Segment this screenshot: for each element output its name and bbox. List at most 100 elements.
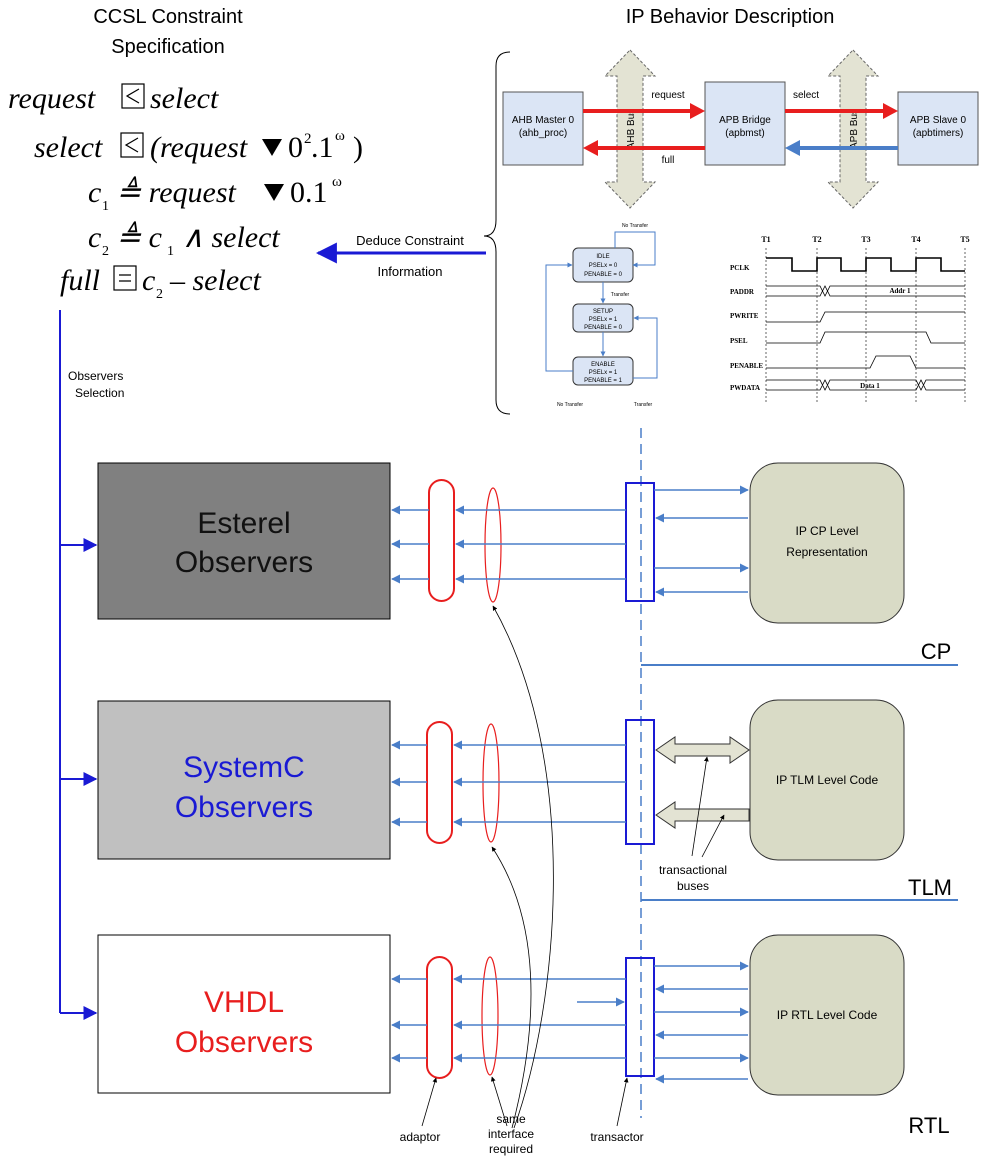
pwdata-wave — [766, 379, 965, 391]
ip-cp-line1: IP CP Level — [796, 524, 859, 538]
ip-cp-line2: Representation — [786, 545, 867, 559]
ccsl-title-line1: CCSL Constraint — [93, 6, 243, 28]
trans-buses-line1: transactional — [659, 863, 727, 877]
vhdl-row-arrows — [391, 961, 749, 1084]
constraint-4-def: ≜ c — [116, 221, 162, 254]
timing-psel-label: PSEL — [730, 337, 748, 345]
esterel-line2: Observers — [175, 546, 313, 579]
timing-data1: Data 1 — [860, 382, 880, 390]
constraint-3-c: c — [88, 176, 101, 209]
ip-tlm-label: IP TLM Level Code — [776, 773, 879, 787]
constraint-3-def: ≜ request — [116, 176, 237, 209]
fsm-setup-l3: PENABLE = 0 — [584, 325, 623, 331]
timing-pclk-label: PCLK — [730, 264, 750, 272]
ip-behavior-title: IP Behavior Description — [626, 6, 835, 28]
timing-pwdata-label: PWDATA — [730, 384, 760, 392]
same-interface-line3: required — [489, 1142, 533, 1156]
constraint-5-select: – select — [169, 264, 261, 297]
level-rtl: RTL — [908, 1113, 949, 1138]
systemc-row-arrows — [391, 740, 626, 827]
adaptor-label: adaptor — [400, 1130, 441, 1144]
annotation-leaders — [421, 605, 725, 1129]
timing-diagram: T1 T2 T3 T4 T5 PCLK PADDR PWRITE PSEL PE… — [730, 235, 970, 402]
esterel-observers-block[interactable] — [97, 462, 391, 620]
full-arrowhead — [583, 140, 598, 156]
ccsl-title-line2: Specification — [111, 36, 224, 58]
constraint-2-close: ) — [353, 131, 363, 164]
systemc-line2: Observers — [175, 791, 313, 824]
constraint-2-select: select — [34, 131, 103, 164]
apb-bus-arrow — [826, 49, 880, 209]
constraint-2-zero-exp: 2 — [304, 131, 312, 147]
constraint-1-request: request — [8, 82, 96, 115]
request-arrowhead — [690, 103, 705, 119]
vhdl-line2: Observers — [175, 1026, 313, 1059]
constraint-2-request: (request — [150, 131, 248, 164]
constraint-4-and: ∧ select — [182, 221, 280, 254]
ahb-master-block — [502, 91, 584, 166]
paddr-wave — [766, 285, 965, 297]
observers-selection-line2: Selection — [75, 386, 124, 400]
filter-triangle-icon-2 — [264, 184, 284, 201]
constraint-1-select: select — [150, 82, 219, 115]
constraint-2-zero: 0 — [288, 131, 303, 164]
fsm-transfer-bottom: Transfer — [634, 402, 653, 408]
adaptors — [426, 479, 455, 1079]
apb-slave-line2: (apbtimers) — [913, 128, 964, 139]
constraint-2-one: .1 — [311, 131, 334, 164]
timing-pwrite-label: PWRITE — [730, 312, 759, 320]
constraint-3-exp: ω — [332, 174, 342, 190]
apb-slave-block — [897, 91, 979, 166]
systemc-line1: SystemC — [183, 751, 305, 784]
ip-rtl-label: IP RTL Level Code — [777, 1008, 878, 1022]
select-arrowhead — [883, 103, 898, 119]
fsm-enable-to-setup — [633, 315, 658, 379]
apb-slave-line1: APB Slave 0 — [910, 115, 967, 126]
same-interface-line1: same — [496, 1112, 526, 1126]
penable-wave — [766, 355, 965, 369]
observers-selection-line1: Observers — [68, 369, 123, 383]
same-interface-line2: interface — [488, 1127, 534, 1141]
level-cp: CP — [921, 639, 952, 664]
ip-tlm-block[interactable] — [749, 699, 905, 861]
fsm-enable-l3: PENABLE = 1 — [584, 378, 623, 384]
deduce-label-line2: Information — [377, 264, 442, 279]
ip-rtl-block[interactable] — [749, 934, 905, 1096]
fsm-setup-title: SETUP — [593, 309, 613, 315]
ahb-master-line1: AHB Master 0 — [512, 115, 575, 126]
vhdl-observers-block[interactable] — [97, 934, 391, 1094]
systemc-observers-block[interactable] — [97, 700, 391, 860]
fsm-idle-l3: PENABLE = 0 — [584, 272, 623, 278]
ahb-bus-label: AHB Bus — [626, 109, 637, 150]
behavior-brace — [483, 51, 511, 415]
select-signal-label: select — [793, 90, 819, 101]
fsm-idle-loop — [614, 231, 656, 268]
pclk-wave — [766, 257, 965, 272]
constraint-2-one-exp: ω — [335, 128, 345, 144]
ip-cp-block[interactable] — [749, 462, 905, 624]
pwrite-wave — [766, 311, 965, 323]
timing-t3: T3 — [861, 235, 870, 244]
psel-wave — [766, 331, 965, 344]
fsm-enable-to-idle — [545, 262, 573, 372]
constraint-5-full: full — [60, 264, 100, 297]
constraint-5-c-sub: 2 — [156, 287, 163, 302]
timing-penable-label: PENABLE — [730, 362, 763, 370]
ahb-master-line2: (ahb_proc) — [519, 128, 567, 139]
constraint-4-c: c — [88, 221, 101, 254]
constraint-4-c1-sub: 1 — [167, 244, 174, 259]
timing-addr1: Addr 1 — [889, 287, 911, 295]
apb-bus-label: APB Bus — [849, 109, 860, 149]
apb-bridge-line2: (apbmst) — [725, 128, 764, 139]
apb-fsm: IDLE PSELx = 0 PENABLE = 0 SETUP PSELx =… — [545, 223, 658, 408]
precedes-operator-2 — [120, 132, 144, 158]
vhdl-line1: VHDL — [204, 986, 284, 1019]
observers-selection-tree — [59, 310, 98, 1020]
timing-t4: T4 — [911, 235, 920, 244]
request-signal-label: request — [651, 90, 685, 101]
constraint-3-value: 0.1 — [290, 176, 328, 209]
ccsl-constraints: request select select (request 0 2 .1 ω … — [8, 82, 363, 302]
filter-triangle-icon-1 — [262, 139, 282, 156]
apb-bridge-block — [704, 81, 786, 166]
